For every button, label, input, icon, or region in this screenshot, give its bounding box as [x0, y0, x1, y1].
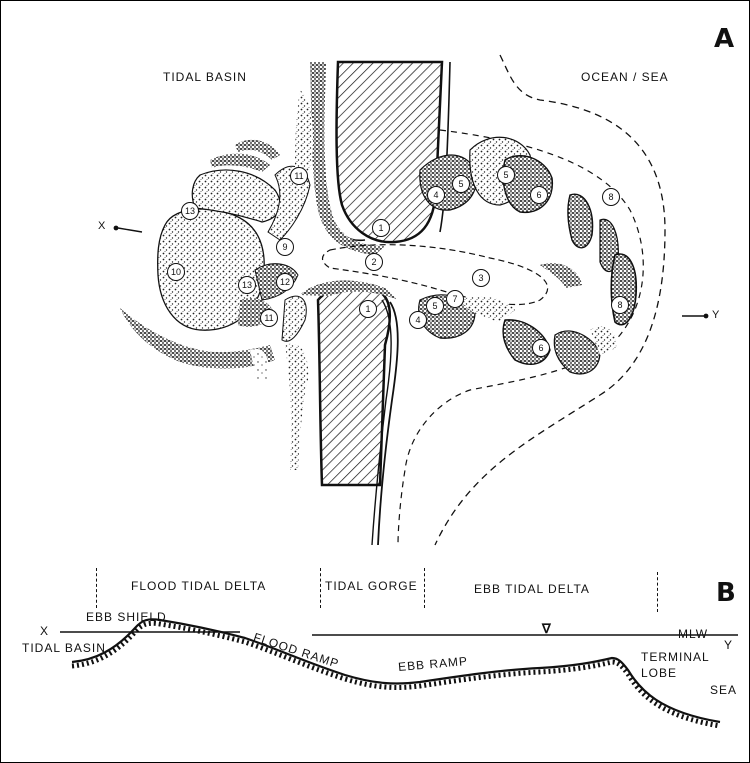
- marker-2: 2: [365, 253, 383, 271]
- marker-4-upper: 4: [427, 186, 445, 204]
- profile-x-label: X: [40, 624, 49, 638]
- panel-a-letter: A: [714, 24, 734, 54]
- marker-5-a: 5: [452, 175, 470, 193]
- profile-y-label: Y: [724, 638, 733, 652]
- water-level-symbol: ∇: [542, 621, 552, 637]
- marker-1-lower: 1: [359, 300, 377, 318]
- marker-1-upper: 1: [372, 219, 390, 237]
- marker-13-lower: 13: [238, 276, 256, 294]
- marker-7: 7: [446, 290, 464, 308]
- terminal-label: TERMINAL: [641, 650, 710, 664]
- marker-5-c: 5: [426, 297, 444, 315]
- profile-tidal-basin-label: TIDAL BASIN: [22, 641, 106, 655]
- marker-11-lower: 11: [260, 309, 278, 327]
- y-marker-label: Y: [712, 309, 720, 321]
- marker-12: 12: [276, 273, 294, 291]
- zone-divider-2: [320, 568, 321, 608]
- ocean-sea-label: OCEAN / SEA: [581, 70, 669, 84]
- marker-3: 3: [472, 269, 490, 287]
- lower-barrier-island: [318, 287, 390, 485]
- panel-b-letter: B: [716, 578, 736, 608]
- marker-13-upper: 13: [181, 202, 199, 220]
- marker-4-lower: 4: [409, 311, 427, 329]
- tidal-gorge-label: TIDAL GORGE: [325, 579, 418, 593]
- x-marker-label: X: [98, 220, 106, 232]
- tidal-basin-label: TIDAL BASIN: [163, 70, 247, 84]
- marker-5-b: 5: [497, 166, 515, 184]
- marker-9: 9: [276, 238, 294, 256]
- terminal-lobe-bar: [611, 254, 636, 325]
- marker-8-upper: 8: [602, 188, 620, 206]
- ebb-tidal-delta-label: EBB TIDAL DELTA: [474, 582, 590, 596]
- marker-8-lower: 8: [611, 296, 629, 314]
- zone-divider-3: [424, 568, 425, 608]
- zone-divider-1: [96, 568, 97, 608]
- sea-label: SEA: [710, 683, 737, 697]
- marker-6-upper: 6: [530, 186, 548, 204]
- marker-6-lower: 6: [532, 339, 550, 357]
- flood-tidal-delta-label: FLOOD TIDAL DELTA: [131, 579, 266, 593]
- marker-10: 10: [167, 263, 185, 281]
- lobe-label: LOBE: [641, 666, 677, 680]
- ebb-shield-label: EBB SHIELD: [86, 610, 167, 624]
- mlw-label: MLW: [678, 627, 708, 641]
- upper-barrier-island: [337, 62, 442, 242]
- marker-11-upper: 11: [290, 167, 308, 185]
- zone-divider-4: [657, 572, 658, 612]
- seafloor-texture: [72, 623, 720, 726]
